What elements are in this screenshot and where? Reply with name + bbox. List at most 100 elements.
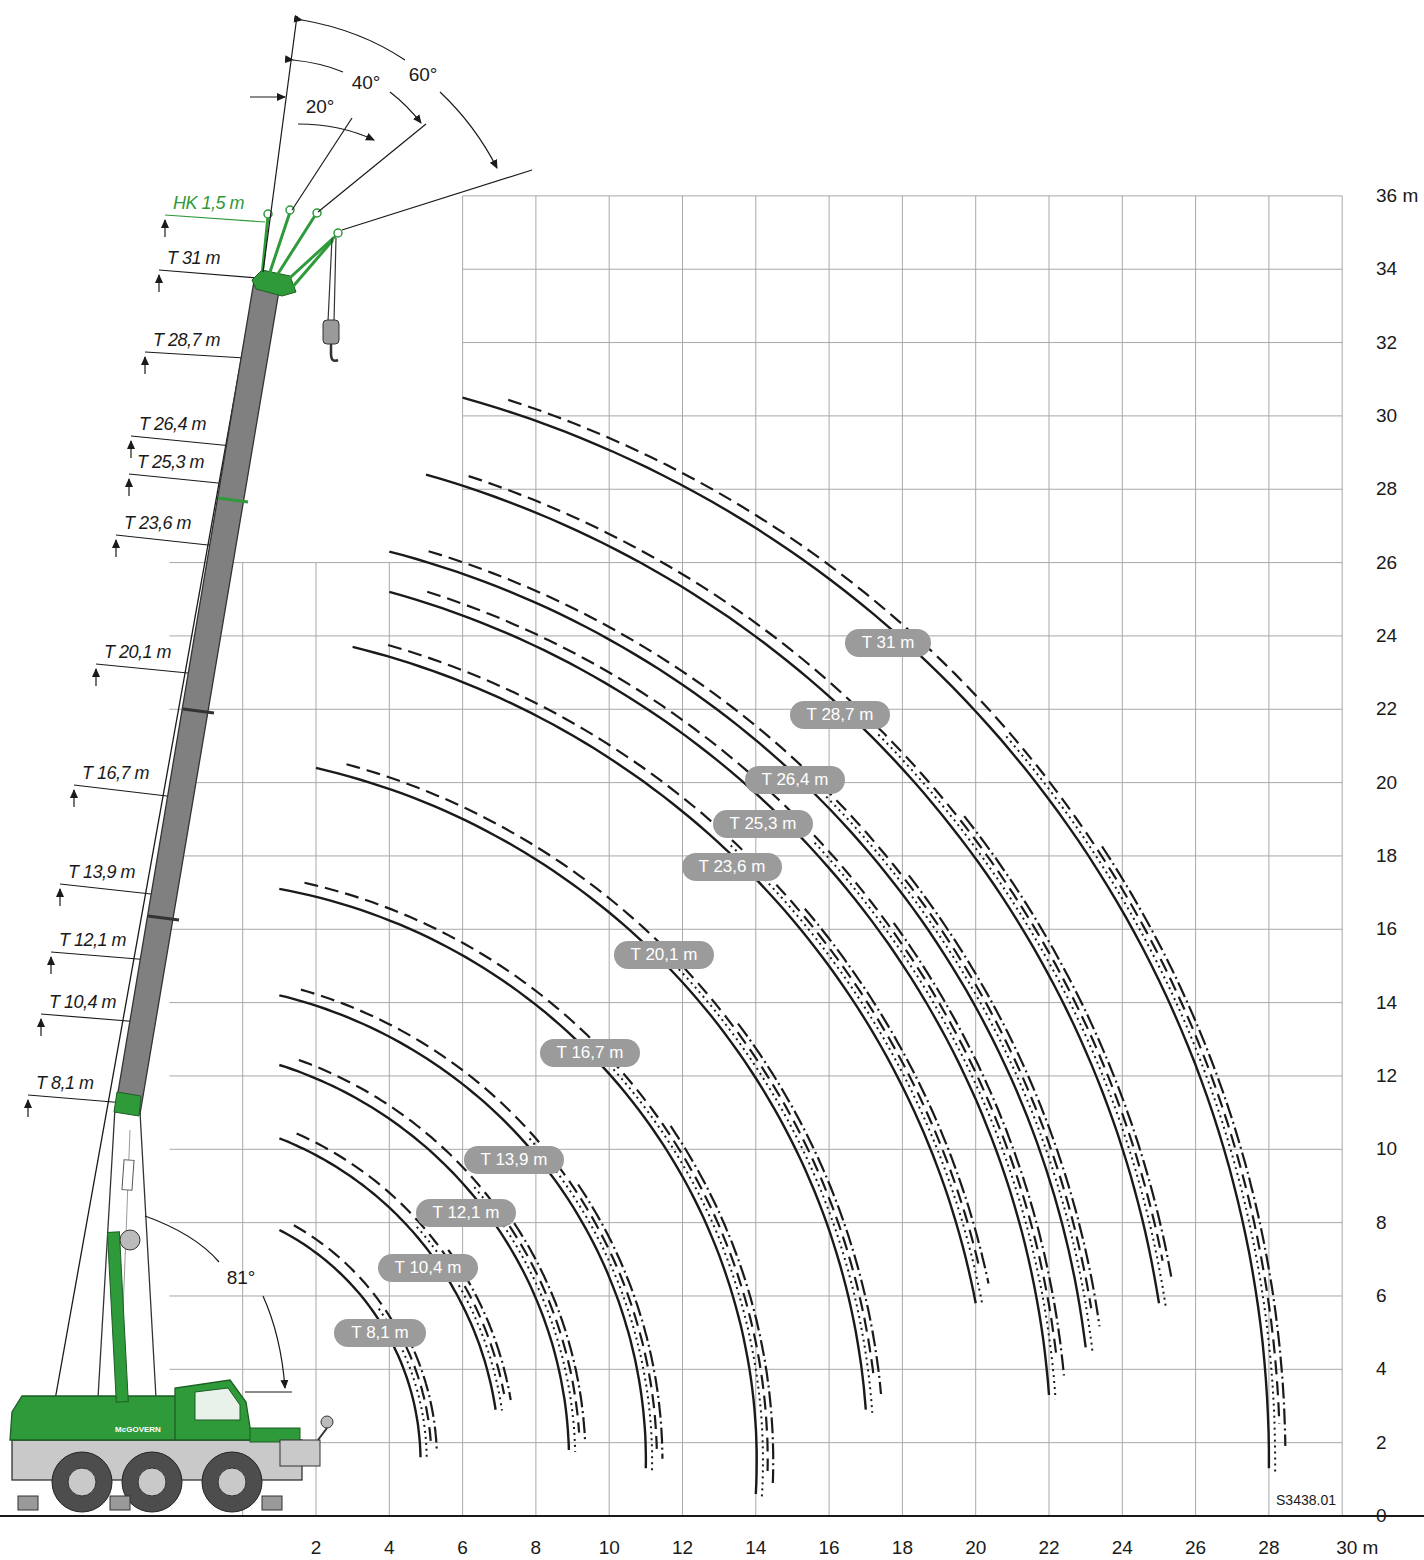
tag-text: T 13,9 m xyxy=(481,1150,548,1169)
grid-line xyxy=(463,269,1343,270)
axis-label: 18 xyxy=(1376,845,1397,867)
boom-length-tag: T 20,1 m xyxy=(614,941,715,969)
boom-length-tag: T 25,3 m xyxy=(713,810,814,838)
axis-label: 34 xyxy=(1376,258,1397,280)
load-curve xyxy=(878,735,1166,1308)
leader-line xyxy=(159,270,258,278)
axis-label: 6 xyxy=(1376,1285,1387,1307)
arrow xyxy=(115,540,116,557)
jib xyxy=(262,212,340,290)
leader-line xyxy=(129,474,228,484)
grid-line xyxy=(169,1295,1342,1296)
load-curve xyxy=(909,875,1100,1326)
carrier-body xyxy=(10,1396,178,1440)
load-curve xyxy=(1006,736,1275,1474)
leader-line xyxy=(74,785,175,797)
leader-line xyxy=(28,1095,125,1103)
axis-label: 18 xyxy=(892,1537,913,1559)
boom-band xyxy=(114,1092,141,1116)
boom-length-label: T 16,7 m xyxy=(82,763,149,784)
grid-line xyxy=(169,929,1342,930)
boom-length-label: T 25,3 m xyxy=(137,452,204,473)
load-curve xyxy=(427,592,1056,1358)
axis-label: 20 xyxy=(965,1537,986,1559)
angle-label: 20° xyxy=(306,96,335,118)
axis-label: 26 xyxy=(1185,1537,1206,1559)
boom-length-tag: T 31 m xyxy=(845,629,932,657)
axis-label: 2 xyxy=(1376,1432,1387,1454)
load-curve xyxy=(826,797,1092,1352)
boom-length-label: T 10,4 m xyxy=(49,992,116,1013)
grid-line xyxy=(463,489,1343,490)
boom-length-label: T 20,1 m xyxy=(104,642,171,663)
boom-length-tag: T 28,7 m xyxy=(790,701,891,729)
load-curve xyxy=(514,1223,585,1441)
grid-line xyxy=(169,1222,1342,1223)
load-curve xyxy=(305,883,768,1471)
telescopic-boom xyxy=(115,281,280,1114)
grid-line xyxy=(463,415,1343,416)
arrow xyxy=(59,889,60,906)
load-curve xyxy=(299,1060,579,1433)
axis-label: 28 xyxy=(1376,478,1397,500)
arrow xyxy=(95,669,96,686)
drawing-number: S3438.01 xyxy=(1274,1491,1338,1509)
axis-label: 24 xyxy=(1112,1537,1133,1559)
boom-length-label: T 31 m xyxy=(167,248,220,269)
load-curve xyxy=(279,1065,569,1450)
load-curve xyxy=(805,909,989,1284)
boom-length-tag: T 26,4 m xyxy=(745,766,846,794)
brand-text: McGOVERN xyxy=(115,1425,161,1434)
axis-label: 32 xyxy=(1376,332,1397,354)
boom-length-tag: T 16,7 m xyxy=(540,1039,641,1067)
tag-text: T 10,4 m xyxy=(395,1258,462,1277)
cabin-window xyxy=(195,1388,240,1420)
boom-length-tag: T 8,1 m xyxy=(334,1319,425,1347)
axis-label: 16 xyxy=(819,1537,840,1559)
grid-line xyxy=(169,562,1342,563)
arrow xyxy=(158,275,159,292)
arrow xyxy=(73,790,74,807)
load-curve xyxy=(671,1126,774,1483)
load-curve xyxy=(279,1138,495,1409)
luffing-cylinder xyxy=(107,1232,128,1402)
tag-text: T 16,7 m xyxy=(557,1043,624,1062)
angle-label: 81° xyxy=(227,1267,256,1289)
load-curve xyxy=(388,645,979,1268)
outrigger xyxy=(18,1496,282,1510)
boom-length-label: T 23,6 m xyxy=(124,513,191,534)
boom-length-tag: T 23,6 m xyxy=(682,853,783,881)
arrow xyxy=(40,1019,41,1036)
load-curve xyxy=(403,1328,437,1451)
mirror-arm xyxy=(318,1428,327,1440)
load-curve xyxy=(353,647,976,1303)
ground-line xyxy=(0,1515,1424,1517)
load-curve xyxy=(429,551,1092,1308)
load-curve xyxy=(469,476,1163,1261)
hook xyxy=(331,344,338,361)
axis-label: 30 xyxy=(1376,405,1397,427)
boom-length-label: T 26,4 m xyxy=(139,414,206,435)
load-curve xyxy=(731,846,983,1307)
axis-label: 26 xyxy=(1376,552,1397,574)
load-curve xyxy=(508,400,1279,1424)
boom-base xyxy=(98,1108,156,1398)
load-curve xyxy=(426,475,1159,1304)
axis-label: 4 xyxy=(384,1537,395,1559)
axis-label: 2 xyxy=(311,1537,322,1559)
axis-label: 28 xyxy=(1258,1537,1279,1559)
boom-length-label: T 8,1 m xyxy=(36,1073,94,1094)
hook-block xyxy=(323,320,339,344)
boom-length-tag: T 12,1 m xyxy=(416,1199,517,1227)
tag-text: T 31 m xyxy=(862,633,915,652)
axis-label: 8 xyxy=(1376,1212,1387,1234)
axis-label: 20 xyxy=(1376,772,1397,794)
axis-label: 30 m xyxy=(1336,1537,1378,1559)
jib-length-label: HK 1,5 m xyxy=(173,193,244,214)
tag-text: T 20,1 m xyxy=(631,945,698,964)
boom-detail xyxy=(122,1160,134,1191)
angle-label: 60° xyxy=(409,64,438,86)
boom-length-label: T 12,1 m xyxy=(59,930,126,951)
load-curve xyxy=(578,1185,662,1459)
tag-text: T 28,7 m xyxy=(807,705,874,724)
